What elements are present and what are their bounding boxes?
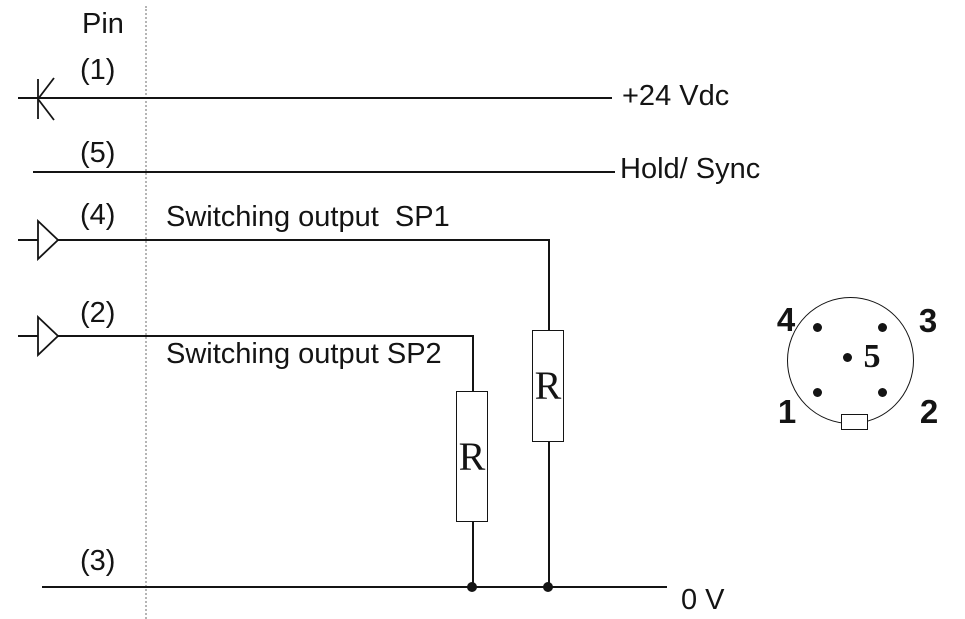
resistor-sp1: R	[532, 330, 564, 442]
connector-face	[787, 297, 914, 424]
wire-pin5	[33, 171, 615, 173]
pin-column-header: Pin	[82, 8, 124, 40]
signal-label-supply: +24 Vdc	[622, 80, 730, 112]
connector-pin-label-3: 3	[918, 302, 938, 339]
resistor-sp2-label: R	[458, 433, 486, 479]
pin-number-1: (1)	[80, 54, 116, 86]
wire-sp1-drop	[548, 239, 550, 331]
pin-number-2: (2)	[80, 297, 116, 329]
wire-pin4	[57, 239, 549, 241]
pin-column-separator-line	[145, 6, 147, 619]
pin-number-5: (5)	[80, 137, 116, 169]
connector-pin-label-4: 4	[776, 301, 796, 338]
connector-pin-label-2: 2	[919, 393, 939, 430]
connector-pin-dot-5	[843, 353, 852, 362]
signal-label-sp2: Switching output SP2	[166, 338, 442, 370]
wire-pin3-ground	[42, 586, 667, 588]
connector-pin-label-1: 1	[777, 393, 797, 430]
resistor-sp2: R	[456, 391, 488, 522]
connector-pin-dot-2	[878, 388, 887, 397]
connector-pin-dot-1	[813, 388, 822, 397]
wire-sp2-to-ground	[472, 521, 474, 588]
driver-triangle-icon	[37, 315, 60, 357]
wire-pin2-stub	[18, 335, 38, 337]
driver-triangle-icon	[37, 219, 60, 261]
connector-pin-dot-4	[813, 323, 822, 332]
wire-sp2-drop	[472, 335, 474, 392]
wire-sp1-to-ground	[548, 441, 550, 588]
resistor-sp1-label: R	[534, 363, 562, 408]
connector-pin-label-5: 5	[863, 338, 881, 375]
wire-pin2	[57, 335, 473, 337]
wire-pin1	[18, 97, 612, 99]
signal-label-hold-sync: Hold/ Sync	[620, 153, 761, 185]
signal-label-0v: 0 V	[681, 584, 725, 616]
wire-pin4-stub	[18, 239, 38, 241]
signal-label-sp1: Switching output SP1	[166, 201, 450, 233]
connector-keyway	[841, 414, 868, 430]
diode-icon	[37, 77, 55, 121]
pin-number-3: (3)	[80, 545, 116, 577]
connector-pin-dot-3	[878, 323, 887, 332]
pin-number-4: (4)	[80, 199, 116, 231]
